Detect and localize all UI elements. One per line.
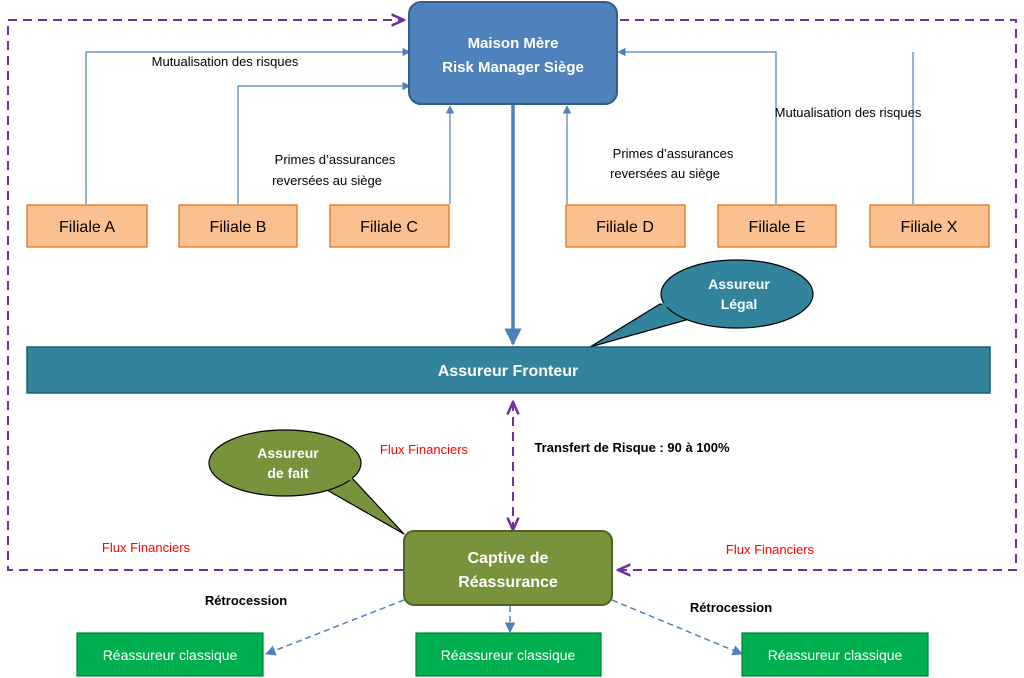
fronteur-label: Assureur Fronteur (438, 363, 578, 380)
filiale-a-box[interactable]: Filiale A (26, 204, 148, 248)
reassureur-box-center[interactable]: Réassureur classique (415, 632, 602, 677)
captive-line1: Captive de (468, 550, 549, 567)
primes-label-left-line1: Primes d’assurances (275, 152, 396, 167)
filiale-e-box[interactable]: Filiale E (717, 204, 837, 248)
reassureur-box-left[interactable]: Réassureur classique (76, 632, 264, 677)
flux-financiers-right: Flux Financiers (726, 542, 815, 557)
retrocession-label-right: Rétrocession (690, 600, 772, 615)
hq-title-line2: Risk Manager Siège (442, 59, 584, 76)
filiale-connectors (85, 47, 914, 204)
filiale-d-box[interactable]: Filiale D (565, 204, 686, 248)
flux-financiers-left: Flux Financiers (102, 540, 191, 555)
filiale-c-label: Filiale C (360, 219, 418, 236)
retrocession-arrows (265, 599, 743, 656)
filiale-e-label: Filiale E (749, 219, 806, 236)
fait-bubble-line2: de fait (267, 465, 309, 481)
legal-bubble-line2: Légal (721, 296, 758, 312)
maison-mere-box[interactable]: Maison Mère Risk Manager Siège (408, 1, 618, 105)
filiale-x-label: Filiale X (901, 219, 958, 236)
primes-label-left-line2: reversées au siège (272, 173, 382, 188)
captive-line2: Réassurance (458, 574, 558, 591)
assureur-fronteur-bar[interactable]: Assureur Fronteur (26, 346, 991, 394)
mutualisation-label-right: Mutualisation des risques (775, 105, 922, 120)
fait-bubble-line1: Assureur (257, 445, 319, 461)
assureur-de-fait-bubble: Assureur de fait (208, 429, 405, 535)
filiale-a-label: Filiale A (59, 219, 115, 236)
flux-financiers-center: Flux Financiers (380, 442, 469, 457)
reassureur-right-label: Réassureur classique (768, 647, 903, 663)
hq-title-line1: Maison Mère (468, 35, 559, 52)
filiale-c-box[interactable]: Filiale C (329, 204, 450, 248)
financial-flow-loop (7, 20, 1017, 570)
primes-label-right-line2: reversées au siège (610, 166, 720, 181)
legal-bubble-line1: Assureur (708, 276, 770, 292)
filiale-d-label: Filiale D (596, 219, 654, 236)
assureur-legal-bubble: Assureur Légal (589, 259, 814, 348)
filiale-b-box[interactable]: Filiale B (178, 204, 298, 248)
captive-reassurance-box[interactable]: Captive de Réassurance (403, 530, 613, 606)
transfert-risque-label: Transfert de Risque : 90 à 100% (534, 440, 730, 455)
retrocession-label-left: Rétrocession (205, 593, 287, 608)
mutualisation-label-left: Mutualisation des risques (152, 54, 299, 69)
filiale-b-label: Filiale B (210, 219, 267, 236)
primes-label-right-line1: Primes d’assurances (613, 146, 734, 161)
reassureur-center-label: Réassureur classique (441, 647, 576, 663)
filiale-x-box[interactable]: Filiale X (869, 204, 990, 248)
reassureur-box-right[interactable]: Réassureur classique (741, 632, 929, 677)
reassureur-left-label: Réassureur classique (103, 647, 238, 663)
